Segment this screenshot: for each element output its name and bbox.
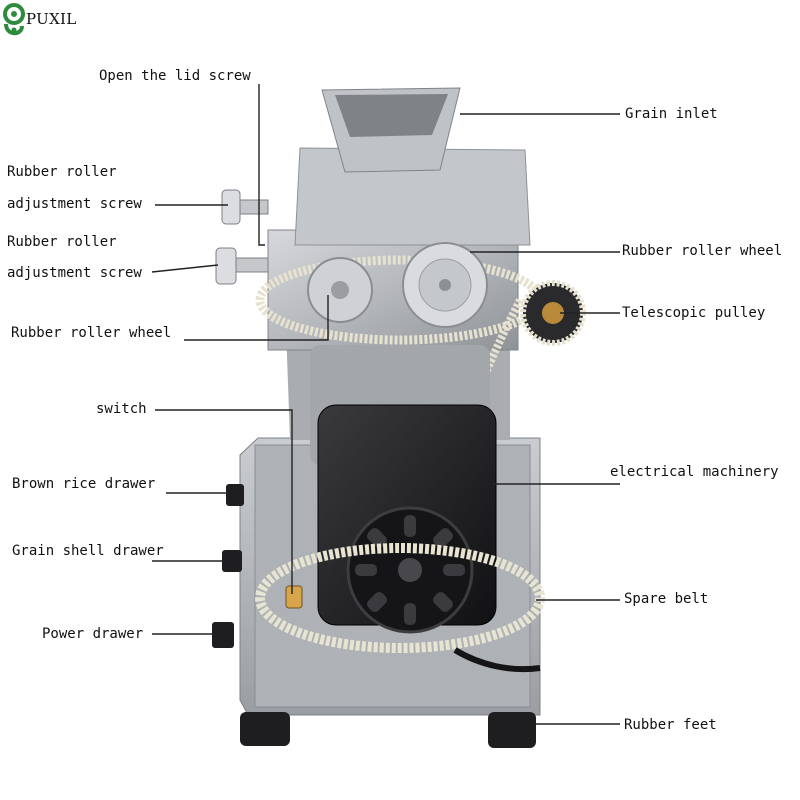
rubber-foot-left bbox=[240, 712, 290, 746]
rubber-foot-right bbox=[488, 712, 536, 748]
brand-name: PUXIL bbox=[26, 10, 77, 28]
adjust-screw-upper-knob bbox=[221, 189, 241, 225]
label-rubber-feet: Rubber feet bbox=[624, 717, 717, 733]
brand-logo: PUXIL bbox=[0, 0, 76, 42]
grain-shell-drawer-knob bbox=[222, 550, 242, 572]
label-grain-shell-drawer: Grain shell drawer bbox=[12, 543, 164, 559]
rubber-roller-wheel-right-hub bbox=[439, 279, 451, 291]
label-grain-inlet: Grain inlet bbox=[625, 106, 718, 122]
motor-shaft bbox=[398, 558, 422, 582]
label-rubber-roller-wheel-left: Rubber roller wheel bbox=[11, 325, 172, 341]
rubber-roller-wheel-left-hub bbox=[331, 281, 349, 299]
label-telescopic-pulley: Telescopic pulley bbox=[622, 305, 766, 321]
label-spare-belt: Spare belt bbox=[624, 591, 709, 607]
adjust-screw-lower-knob bbox=[215, 247, 237, 285]
label-open-lid-screw: Open the lid screw bbox=[99, 68, 251, 84]
spare-belt-ring bbox=[255, 543, 545, 653]
power-drawer-knob bbox=[212, 622, 234, 648]
label-rubber-roller-adjust-2-line1: Rubber roller bbox=[7, 234, 117, 250]
telescopic-pulley-hub bbox=[542, 302, 564, 324]
green-swirl-logo-icon bbox=[3, 3, 25, 36]
leader-rubber-roller-wheel-left bbox=[184, 295, 329, 341]
label-rubber-roller-wheel-right: Rubber roller wheel bbox=[622, 243, 783, 259]
grain-inlet-opening bbox=[335, 94, 448, 137]
label-brown-rice-drawer: Brown rice drawer bbox=[12, 476, 156, 492]
switch-knob bbox=[285, 585, 303, 609]
leader-switch bbox=[155, 409, 293, 594]
label-rubber-roller-adjust-2-line2: adjustment screw bbox=[7, 265, 142, 281]
label-rubber-roller-adjust-1-line1: Rubber roller bbox=[7, 164, 117, 180]
label-electrical-machinery: electrical machinery bbox=[610, 464, 779, 480]
leader-adjust-screw-2 bbox=[151, 264, 219, 273]
leader-open-lid-screw bbox=[258, 84, 265, 246]
brown-rice-drawer-knob bbox=[226, 484, 244, 506]
power-cord bbox=[453, 647, 541, 673]
label-rubber-roller-adjust-1-line2: adjustment screw bbox=[7, 196, 142, 212]
leader-lines bbox=[151, 84, 620, 725]
label-power-drawer: Power drawer bbox=[42, 626, 144, 642]
motor-vent-slots bbox=[355, 515, 465, 625]
label-switch: switch bbox=[96, 401, 147, 417]
